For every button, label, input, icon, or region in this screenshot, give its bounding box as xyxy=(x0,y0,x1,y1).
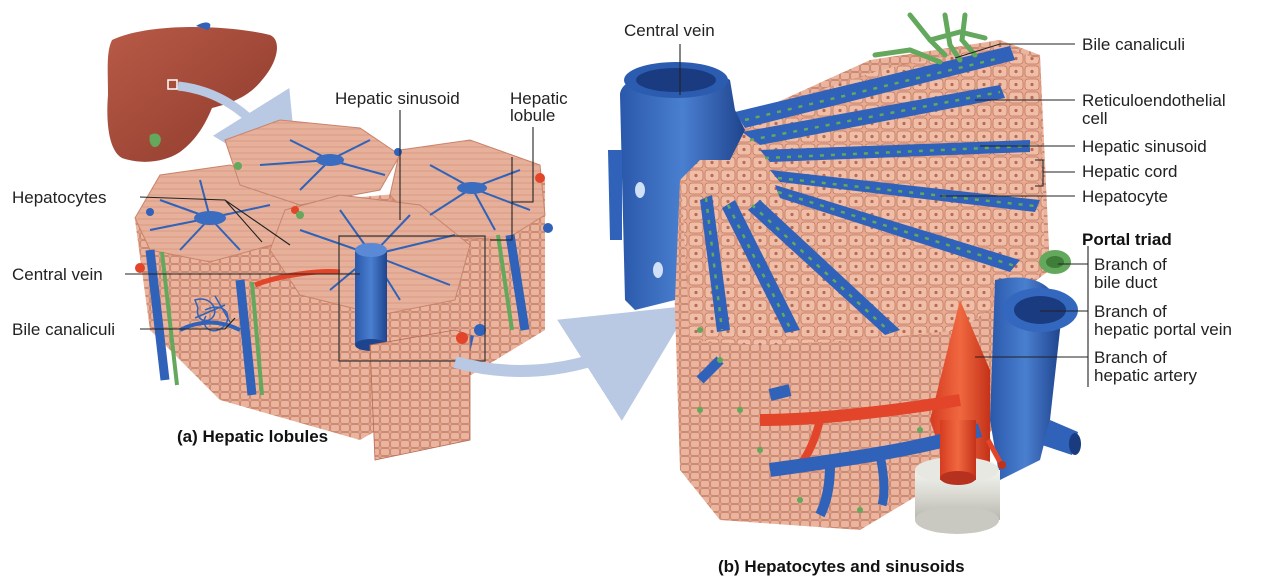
central-vein-a xyxy=(355,243,387,351)
label-bile-duct-1: Branch of xyxy=(1094,255,1167,274)
label-reticuloendothelial-2: cell xyxy=(1082,109,1108,128)
label-reticuloendothelial-1: Reticuloendothelial xyxy=(1082,91,1226,110)
label-bile-duct-2: bile duct xyxy=(1094,273,1158,292)
label-portal-vein-1: Branch of xyxy=(1094,302,1167,321)
label-bile-canaliculi-b: Bile canaliculi xyxy=(1082,35,1185,54)
label-portal-triad: Portal triad xyxy=(1082,230,1172,249)
label-hepatocytes-a: Hepatocytes xyxy=(12,188,107,207)
label-portal-vein-2: hepatic portal vein xyxy=(1094,320,1232,339)
label-bile-canaliculi-a: Bile canaliculi xyxy=(12,320,115,339)
label-hepatic-artery-2: hepatic artery xyxy=(1094,366,1197,385)
label-hepatic-sinusoid-a: Hepatic sinusoid xyxy=(335,89,460,108)
caption-panel-b: (b) Hepatocytes and sinusoids xyxy=(718,557,965,576)
label-central-vein-b: Central vein xyxy=(624,21,715,40)
panel-b-illustration xyxy=(608,15,1081,534)
caption-panel-a: (a) Hepatic lobules xyxy=(177,427,328,446)
label-central-vein-a: Central vein xyxy=(12,265,103,284)
label-hepatic-sinusoid-b: Hepatic sinusoid xyxy=(1082,137,1207,156)
label-hepatic-cord: Hepatic cord xyxy=(1082,162,1177,181)
label-hepatic-artery-1: Branch of xyxy=(1094,348,1167,367)
label-hepatocyte: Hepatocyte xyxy=(1082,187,1168,206)
label-hepatic-lobule-a-2: lobule xyxy=(510,106,555,125)
